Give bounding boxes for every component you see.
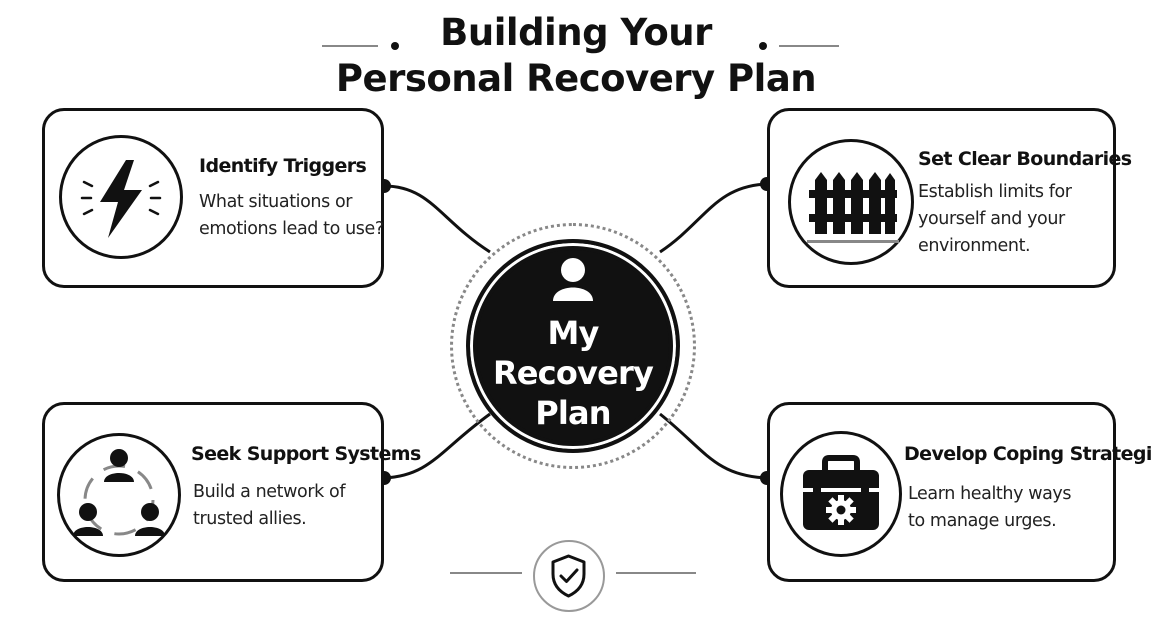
hub-label-line: Plan bbox=[535, 394, 611, 432]
card-description-line: What situations or bbox=[199, 192, 353, 212]
connector-triggers bbox=[383, 184, 491, 254]
title-right-dot bbox=[759, 42, 767, 50]
footer-right-rule bbox=[616, 572, 696, 574]
connector-boundaries bbox=[659, 182, 768, 254]
card-description-line: Establish limits for bbox=[918, 182, 1072, 202]
title-left-dot bbox=[391, 42, 399, 50]
hub-label-line: My bbox=[547, 314, 599, 352]
card-description: Build a network of trusted allies. bbox=[193, 479, 345, 533]
fence-icon bbox=[788, 139, 914, 265]
card-description-line: Build a network of bbox=[193, 482, 346, 502]
card-heading: Seek Support Systems bbox=[191, 443, 421, 465]
hub-label-line: Recovery bbox=[492, 354, 654, 392]
lightning-bolt-icon bbox=[59, 135, 183, 259]
page-title: Building Your Personal Recovery Plan bbox=[0, 10, 1152, 102]
people-network-icon bbox=[57, 433, 181, 557]
card-heading: Set Clear Boundaries bbox=[918, 148, 1132, 170]
card-description: Establish limits for yourself and your e… bbox=[918, 179, 1072, 260]
toolbox-icon bbox=[780, 431, 902, 557]
title-right-rule bbox=[779, 45, 839, 47]
title-line-2: Personal Recovery Plan bbox=[335, 57, 817, 100]
card-description-line: Learn healthy ways bbox=[908, 484, 1072, 504]
card-seek-support-systems: Seek Support Systems Build a network of … bbox=[42, 402, 421, 582]
connector-support bbox=[383, 412, 491, 480]
connector-coping bbox=[659, 412, 768, 480]
card-set-clear-boundaries: Set Clear Boundaries Establish limits fo… bbox=[767, 108, 1132, 288]
shield-check-icon bbox=[533, 540, 605, 612]
card-heading: Identify Triggers bbox=[199, 155, 367, 177]
card-description: Learn healthy ways to manage urges. bbox=[908, 481, 1072, 535]
title-line-1: Building Your bbox=[440, 11, 712, 54]
card-heading: Develop Coping Strategies bbox=[904, 443, 1152, 465]
card-description-line: yourself and your bbox=[918, 209, 1065, 229]
hub-dotted-ring bbox=[450, 223, 696, 469]
card-description-line: to manage urges. bbox=[908, 511, 1057, 531]
hub-label: My Recovery Plan bbox=[470, 313, 676, 433]
card-description-line: emotions lead to use? bbox=[199, 219, 384, 239]
person-icon bbox=[553, 258, 593, 301]
hub-my-recovery-plan: My Recovery Plan bbox=[466, 239, 680, 453]
title-left-rule bbox=[322, 45, 378, 47]
card-description-line: trusted allies. bbox=[193, 509, 307, 529]
card-identify-triggers: Identify Triggers What situations or emo… bbox=[42, 108, 384, 288]
footer-left-rule bbox=[450, 572, 522, 574]
card-develop-coping-strategies: Develop Coping Strategies Learn healthy … bbox=[767, 402, 1152, 582]
card-description-line: environment. bbox=[918, 236, 1031, 256]
card-description: What situations or emotions lead to use? bbox=[199, 189, 384, 243]
